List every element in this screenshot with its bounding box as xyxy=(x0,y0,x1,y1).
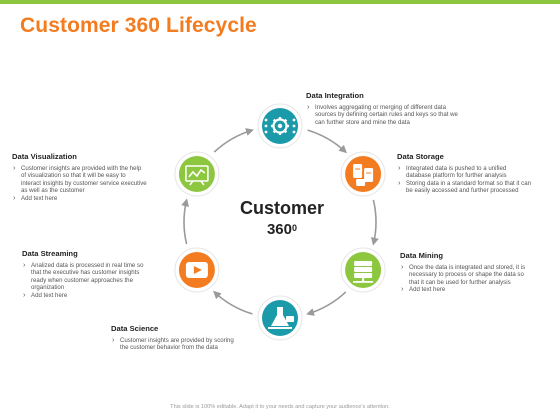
page-title: Customer 360 Lifecycle xyxy=(20,14,257,37)
heading-data-integration: Data Integration xyxy=(306,91,364,100)
center-label-line2: 3600 xyxy=(266,221,298,238)
center-label-line1: Customer xyxy=(239,198,324,218)
node-circle xyxy=(178,156,215,192)
bullet-data-storage-2: Storing data in a standard format so tha… xyxy=(397,179,557,195)
cycle-arrow xyxy=(181,198,190,245)
cycle-arrow xyxy=(213,128,254,153)
bullet-data-mining-2: Add text here xyxy=(400,285,555,293)
center-label: Customer 3600 xyxy=(222,198,342,240)
block-data-integration: Data Integration Involves aggregating or… xyxy=(306,91,486,126)
bullet-data-science-1: Customer insights are provided by scorin… xyxy=(111,336,271,352)
block-data-science: Data Science Customer insights are provi… xyxy=(111,324,271,352)
bullet-data-mining-1: Once the data is integrated and stored, … xyxy=(400,263,555,286)
node-circle xyxy=(345,156,382,192)
block-data-visualization: Data Visualization Customer insights are… xyxy=(12,152,172,202)
node-data-mining xyxy=(340,247,386,293)
heading-data-streaming: Data Streaming xyxy=(22,249,78,258)
heading-data-science: Data Science xyxy=(111,324,159,333)
cycle-arrow xyxy=(306,291,347,316)
cycle-arrow xyxy=(370,199,379,246)
top-accent-bar xyxy=(0,0,560,4)
node-data-integration xyxy=(257,103,303,149)
bullet-data-visualization-1: Customer insights are provided with the … xyxy=(12,164,172,195)
bullet-data-storage-1: Integrated data is pushed to a unified d… xyxy=(397,164,557,180)
gear-icon xyxy=(264,117,296,135)
cycle-arrow xyxy=(307,129,347,154)
bullet-data-streaming-2: Add text here xyxy=(22,291,172,299)
server-icon xyxy=(353,261,374,283)
heading-data-storage: Data Storage xyxy=(397,152,444,161)
node-data-storage xyxy=(340,151,386,197)
block-data-streaming: Data Streaming Analized data is processe… xyxy=(22,249,172,299)
block-data-storage: Data Storage Integrated data is pushed t… xyxy=(397,152,557,195)
block-data-mining: Data Mining Once the data is integrated … xyxy=(400,251,555,294)
bullet-data-streaming-1: Analized data is processed in real time … xyxy=(22,261,172,292)
cycle-nodes xyxy=(174,103,386,341)
footer-note: This slide is 100% editable. Adapt it to… xyxy=(170,404,390,410)
play-icon xyxy=(185,262,208,278)
node-data-streaming xyxy=(174,247,220,293)
heading-data-mining: Data Mining xyxy=(400,251,444,260)
node-data-science xyxy=(257,295,303,341)
database-icon xyxy=(353,164,374,186)
bullet-data-visualization-2: Add text here xyxy=(12,194,172,202)
chart-icon xyxy=(185,165,209,186)
flask-icon xyxy=(268,307,294,329)
heading-data-visualization: Data Visualization xyxy=(12,152,77,161)
cycle-arrows xyxy=(181,128,379,316)
bullet-data-integration-1: Involves aggregating or merging of diffe… xyxy=(306,103,486,126)
cycle-arrow xyxy=(213,290,253,315)
node-data-visualization xyxy=(174,151,220,197)
